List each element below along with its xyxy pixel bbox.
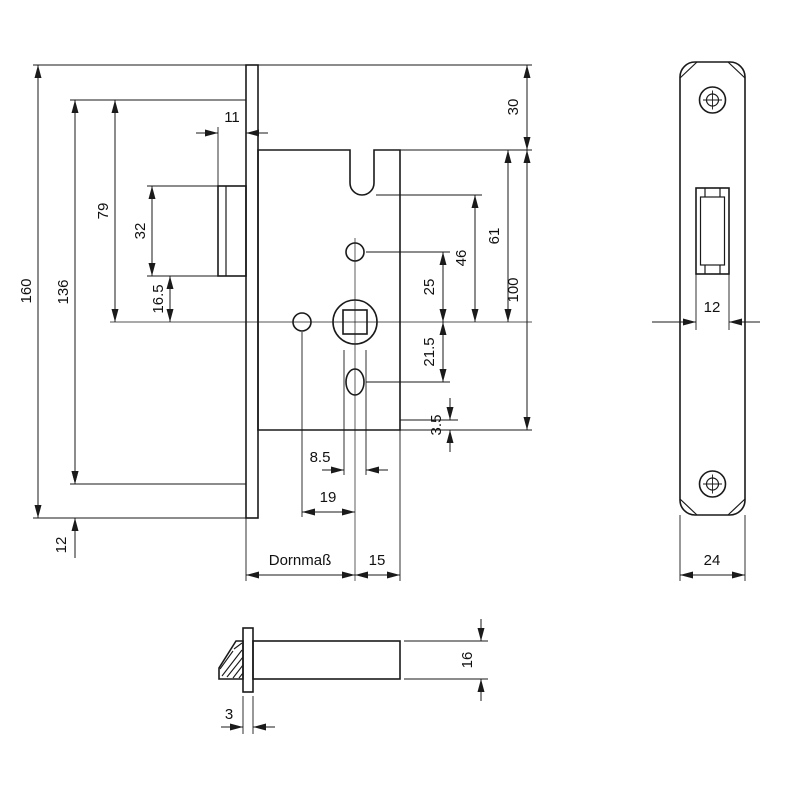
- dim-label-8-5: 8.5: [310, 449, 331, 466]
- latch-bolt-side: [217, 185, 247, 277]
- dim-label-dornmass: Dornmaß: [269, 552, 332, 569]
- dim-label-32: 32: [132, 223, 149, 240]
- screw-hole-bottom: [698, 470, 727, 498]
- faceplate-strip-detail: [242, 627, 254, 693]
- dim-label-19: 19: [320, 489, 337, 506]
- corner-line: [679, 498, 698, 516]
- screw-hole-top: [698, 86, 727, 114]
- dim-label-136: 136: [55, 279, 72, 304]
- faceplate-front: [679, 61, 746, 516]
- lock-case: [257, 149, 401, 431]
- dim-label-46: 46: [453, 250, 470, 267]
- dim-label-11: 11: [224, 109, 240, 126]
- corner-line: [727, 61, 746, 79]
- faceplate-front-view: [679, 61, 746, 516]
- dim-label-21-5: 21.5: [421, 337, 438, 366]
- extension-lines: [33, 64, 746, 734]
- dim-label-25: 25: [421, 279, 438, 296]
- dim-label-24: 24: [704, 552, 721, 569]
- latch-bolt-body-detail: [252, 640, 401, 680]
- dim-label-79: 79: [95, 203, 112, 220]
- main-view: [110, 64, 532, 581]
- dim-label-3-5: 3.5: [428, 415, 445, 436]
- dim-label-16-5: 16.5: [150, 284, 167, 313]
- corner-line: [679, 61, 698, 79]
- dim-label-12-side: 12: [53, 537, 70, 554]
- dim-label-12-face: 12: [704, 299, 721, 316]
- dimension-lines: [34, 65, 760, 731]
- latch-opening: [695, 187, 730, 275]
- dim-label-30: 30: [505, 99, 522, 116]
- dim-label-16: 16: [459, 652, 476, 669]
- dim-label-160: 160: [18, 278, 35, 303]
- dim-label-100: 100: [505, 277, 522, 302]
- dimension-labels: 160 136 79 32 16.5 12 30 100 61 46 25 21…: [18, 99, 720, 723]
- latch-detail-view: [218, 627, 401, 693]
- latch-bevel-hatching: [219, 642, 244, 679]
- latch-bevel-head: [218, 640, 244, 680]
- dim-label-3: 3: [225, 706, 233, 723]
- dim-label-15: 15: [369, 552, 386, 569]
- dim-label-61: 61: [486, 228, 503, 245]
- corner-line: [727, 498, 746, 516]
